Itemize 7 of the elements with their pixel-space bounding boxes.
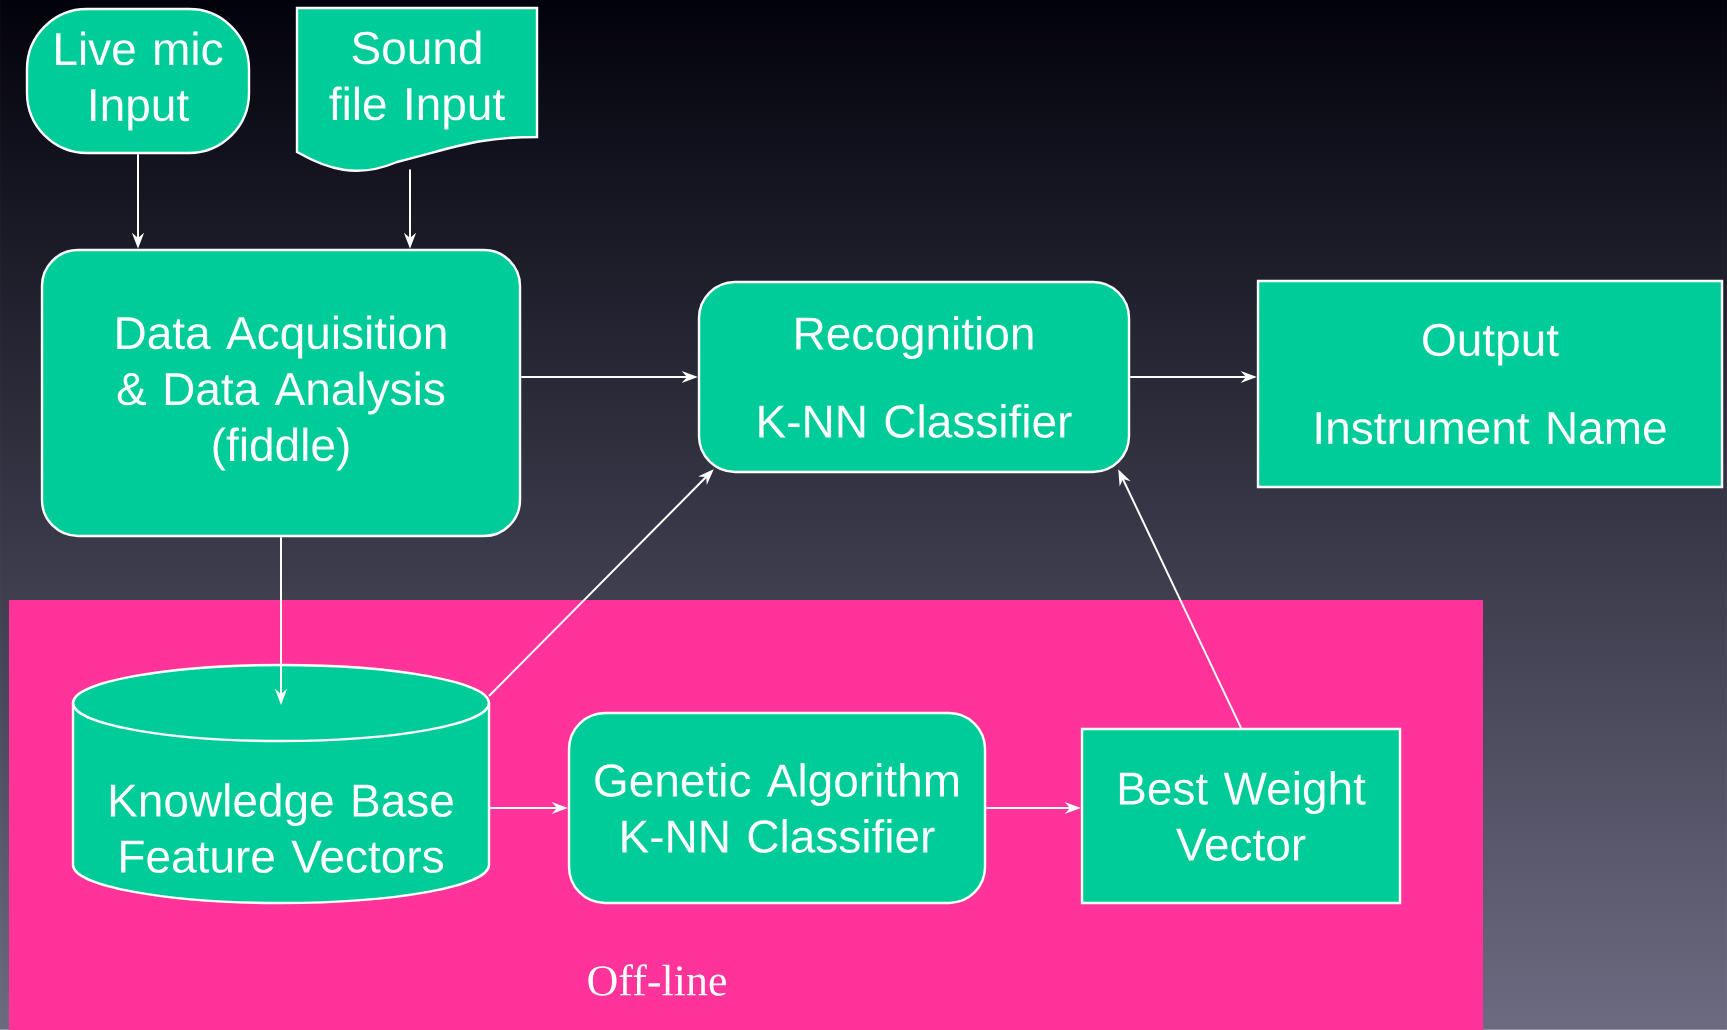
- process-box: Data Acquisition & Data Analysis (fiddle): [40, 248, 522, 538]
- process-box: Genetic Algorithm K-NN Classifier: [567, 711, 987, 905]
- process-box: Recognition K-NN Classifier: [697, 280, 1131, 474]
- input-terminal: Live mic Input: [25, 7, 251, 155]
- database-cylinder: Knowledge Base Feature Vectors: [71, 663, 491, 905]
- output-box: Output Instrument Name: [1256, 279, 1724, 489]
- output-box: Best Weight Vector: [1080, 727, 1402, 905]
